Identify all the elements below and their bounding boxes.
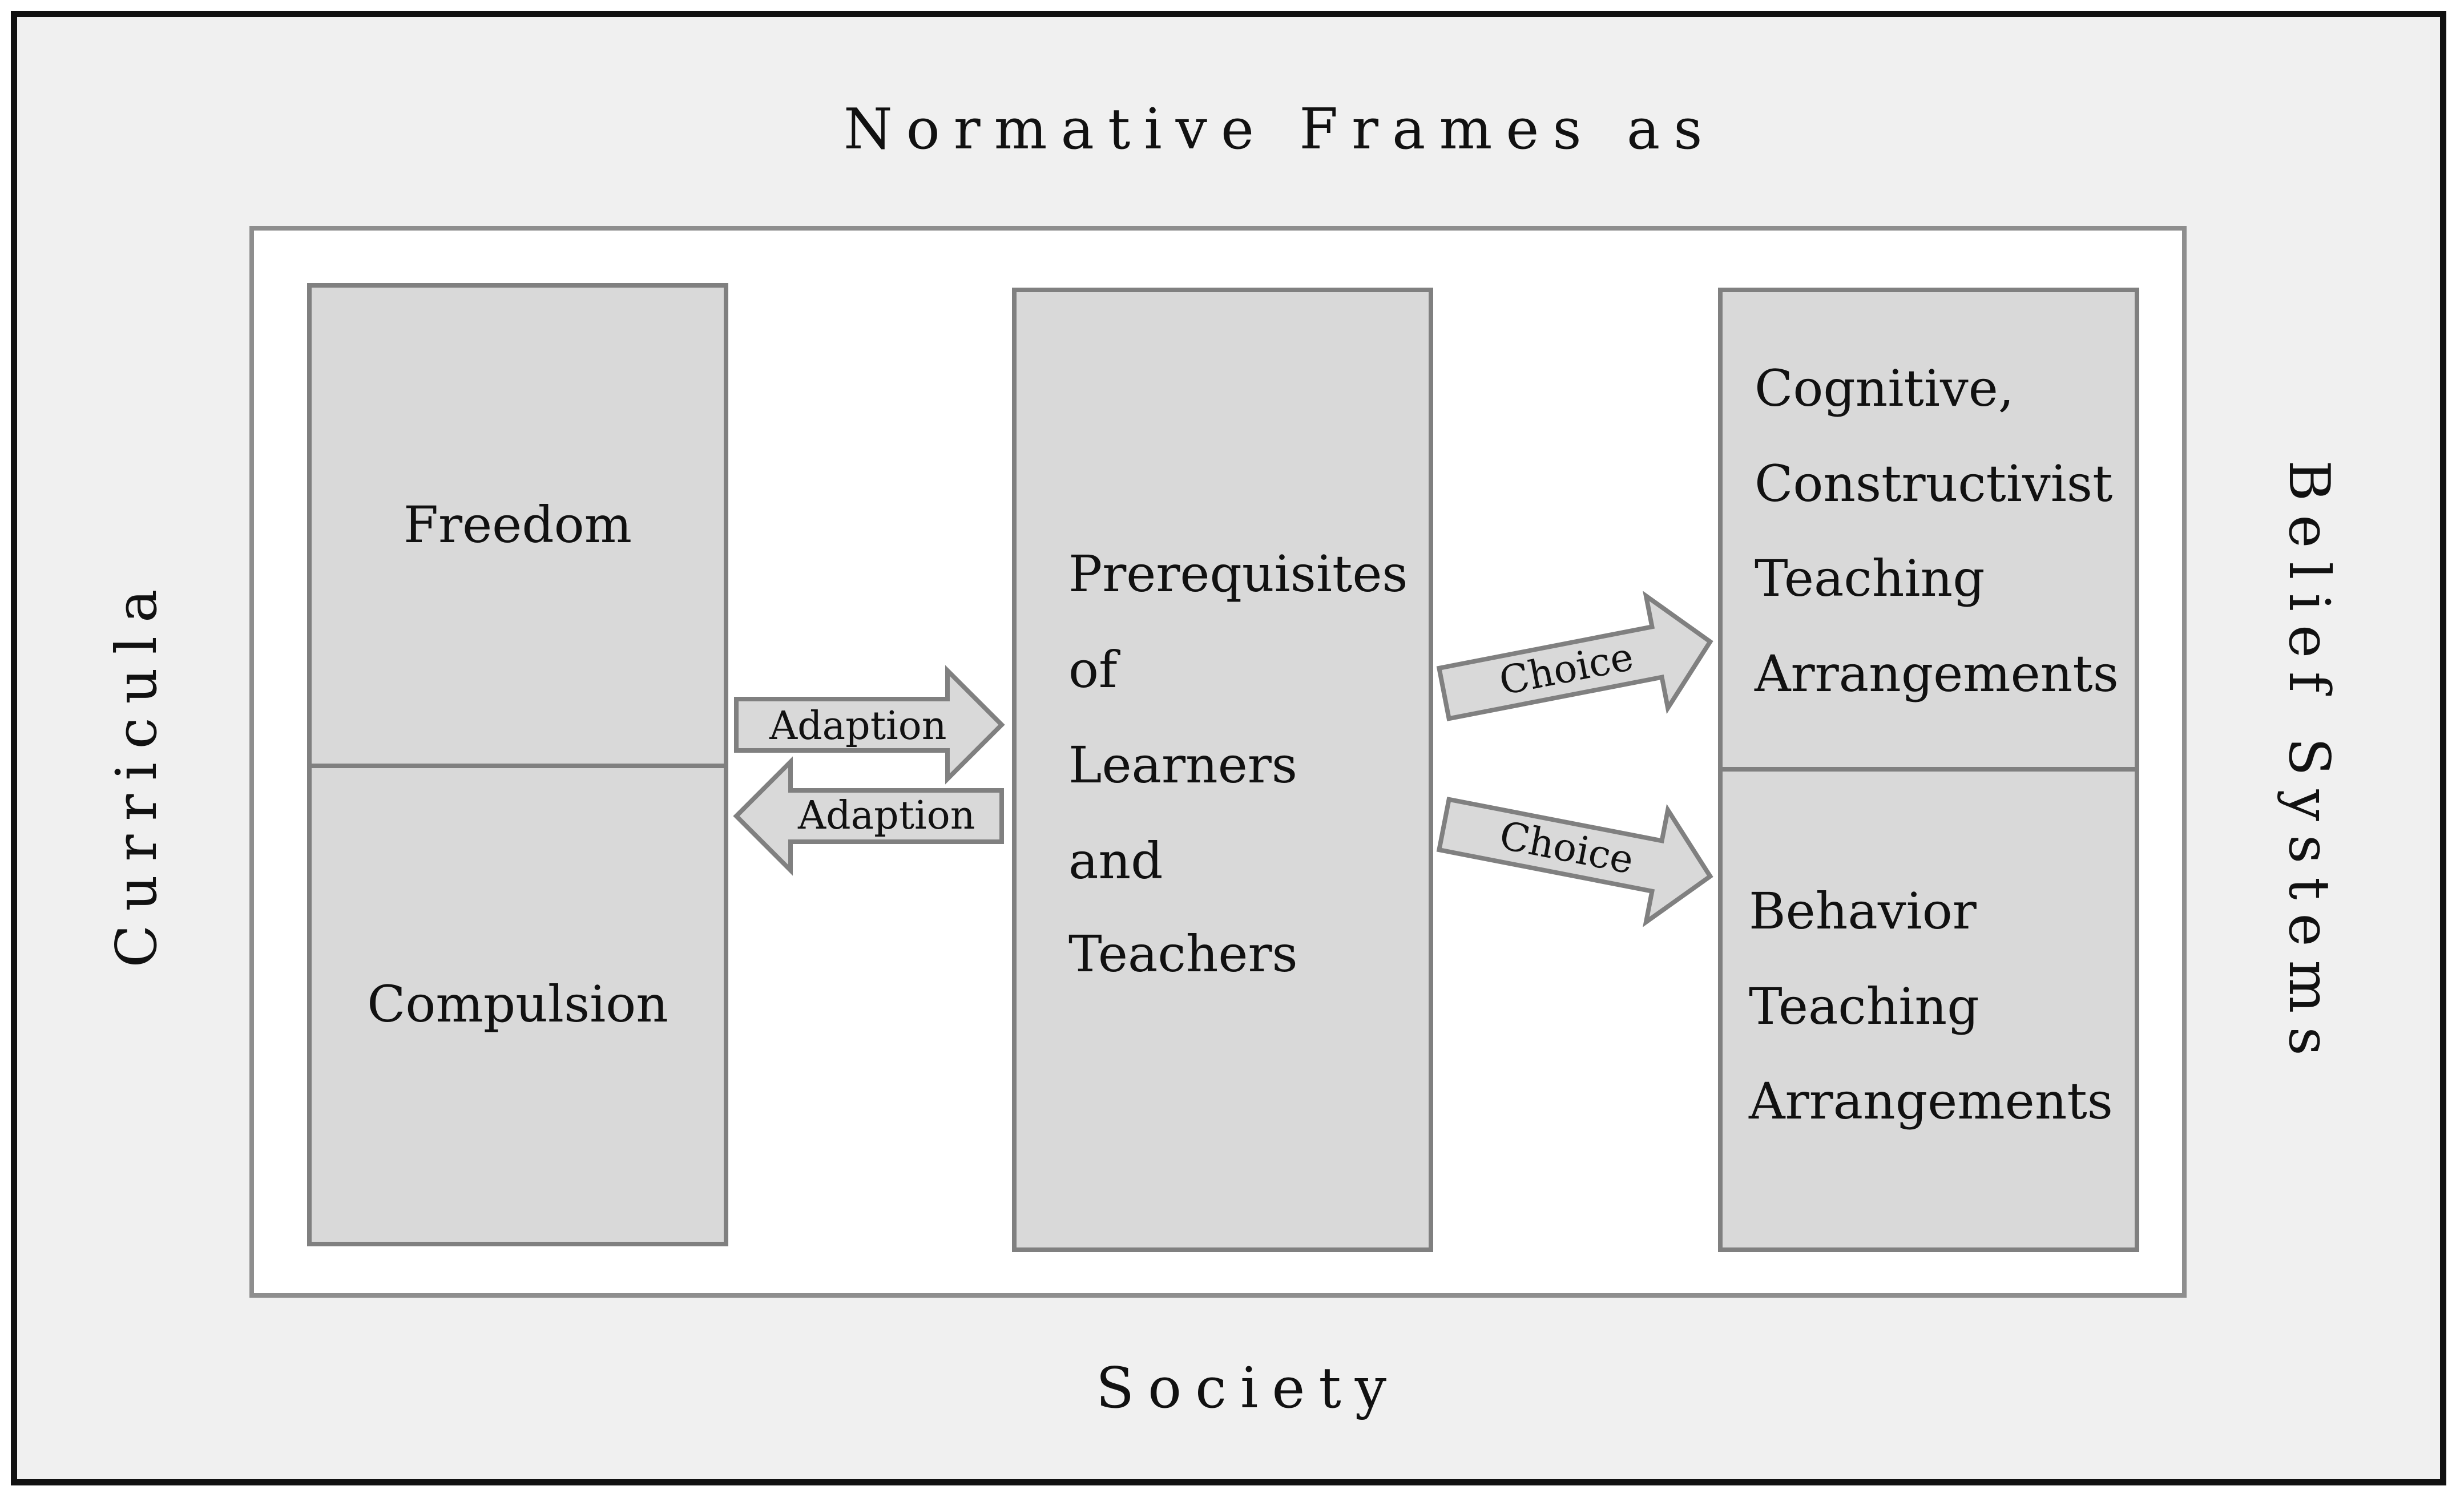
constructivist-box [1718, 288, 2139, 772]
adaption-left-label: Adaption [798, 793, 975, 838]
prerequisites-line: Prerequisites [1068, 544, 1408, 603]
arrow-choice-lower-shape [1436, 797, 1713, 927]
adaption-right-arrow: Adaption [734, 665, 1005, 785]
prerequisites-line: Teachers [1068, 924, 1298, 983]
constructivist-line: Arrangements [1755, 644, 2119, 703]
behavior-box [1718, 767, 2139, 1252]
prerequisites-line: Learners [1068, 736, 1298, 794]
arrow-left-shape [733, 756, 1004, 876]
prerequisites-box [1012, 288, 1433, 1252]
behavior-line: Behavior [1749, 882, 1977, 940]
freedom-label: Freedom [403, 495, 632, 554]
choice-lower-arrow: Choice [1433, 769, 1724, 933]
adaption-left-arrow: Adaption [733, 756, 1005, 876]
frame-right-label: Belief Systems [2276, 460, 2341, 1069]
behavior-line: Arrangements [1749, 1072, 2113, 1130]
constructivist-line: Cognitive, [1755, 359, 2014, 418]
frame-bottom-label: Society [1096, 1356, 1401, 1421]
arrow-choice-upper-shape [1436, 591, 1713, 721]
choice-upper-arrow: Choice [1433, 585, 1724, 749]
constructivist-line: Teaching [1755, 549, 1985, 608]
adaption-right-label: Adaption [769, 704, 947, 749]
compulsion-box [307, 764, 728, 1246]
prerequisites-line: of [1068, 640, 1118, 699]
constructivist-line: Constructivist [1755, 454, 2113, 513]
compulsion-label: Compulsion [367, 975, 668, 1033]
frame-left-label: Curricula [104, 575, 170, 968]
frame-top-label: Normative Frames as [844, 97, 1716, 162]
arrow-right-shape [734, 665, 1005, 785]
behavior-line: Teaching [1749, 977, 1979, 1036]
prerequisites-line: and [1068, 831, 1163, 890]
